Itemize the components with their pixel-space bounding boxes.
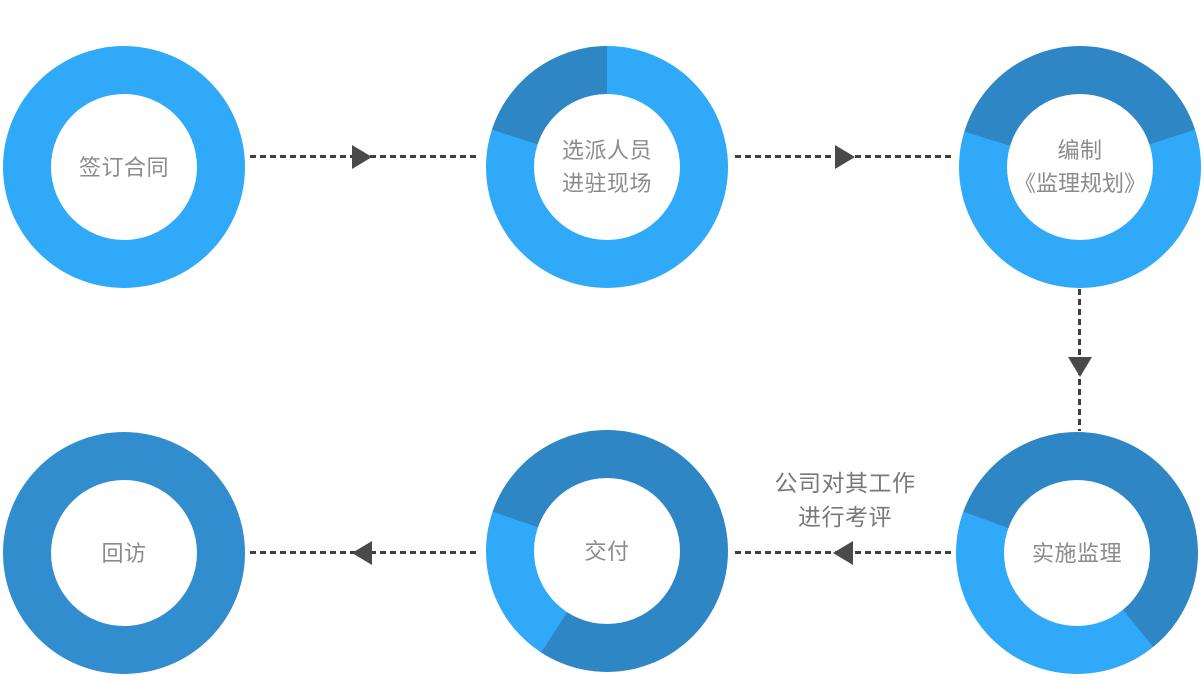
flow-node-delivery: 交付 [486, 430, 728, 672]
node-label-area: 选派人员 进驻现场 [534, 94, 680, 240]
node-label-area: 编制 《监理规划》 [1007, 94, 1153, 240]
arrowhead-left-icon [833, 541, 853, 565]
node-label: 选派人员 [561, 138, 652, 163]
flow-node-return-visit: 回访 [3, 432, 245, 674]
node-label: 《监理规划》 [1013, 171, 1146, 196]
node-label: 回访 [101, 540, 147, 566]
node-label: 交付 [584, 538, 630, 564]
node-label-area: 回访 [51, 480, 197, 626]
node-label-area: 签订合同 [51, 94, 197, 240]
arrowhead-down-icon [1068, 357, 1092, 377]
node-label: 实施监理 [1031, 540, 1122, 566]
arrowhead-right-icon [352, 145, 372, 169]
node-label-area: 交付 [534, 478, 680, 624]
node-label: 进驻现场 [561, 171, 652, 196]
annotation-line: 公司对其工作 [774, 470, 916, 496]
evaluation-annotation: 公司对其工作 进行考评 [745, 466, 945, 534]
flow-node-implement-supervision: 实施监理 [956, 432, 1198, 674]
node-label-area: 实施监理 [1004, 480, 1150, 626]
flow-node-dispatch-personnel: 选派人员 进驻现场 [486, 46, 728, 288]
node-label: 编制 [1057, 138, 1103, 163]
arrowhead-left-icon [352, 541, 372, 565]
arrowhead-right-icon [835, 145, 855, 169]
annotation-line: 进行考评 [798, 504, 892, 530]
flow-node-supervision-plan: 编制 《监理规划》 [959, 46, 1201, 288]
flow-node-sign-contract: 签订合同 [3, 46, 245, 288]
node-label: 签订合同 [78, 154, 169, 180]
